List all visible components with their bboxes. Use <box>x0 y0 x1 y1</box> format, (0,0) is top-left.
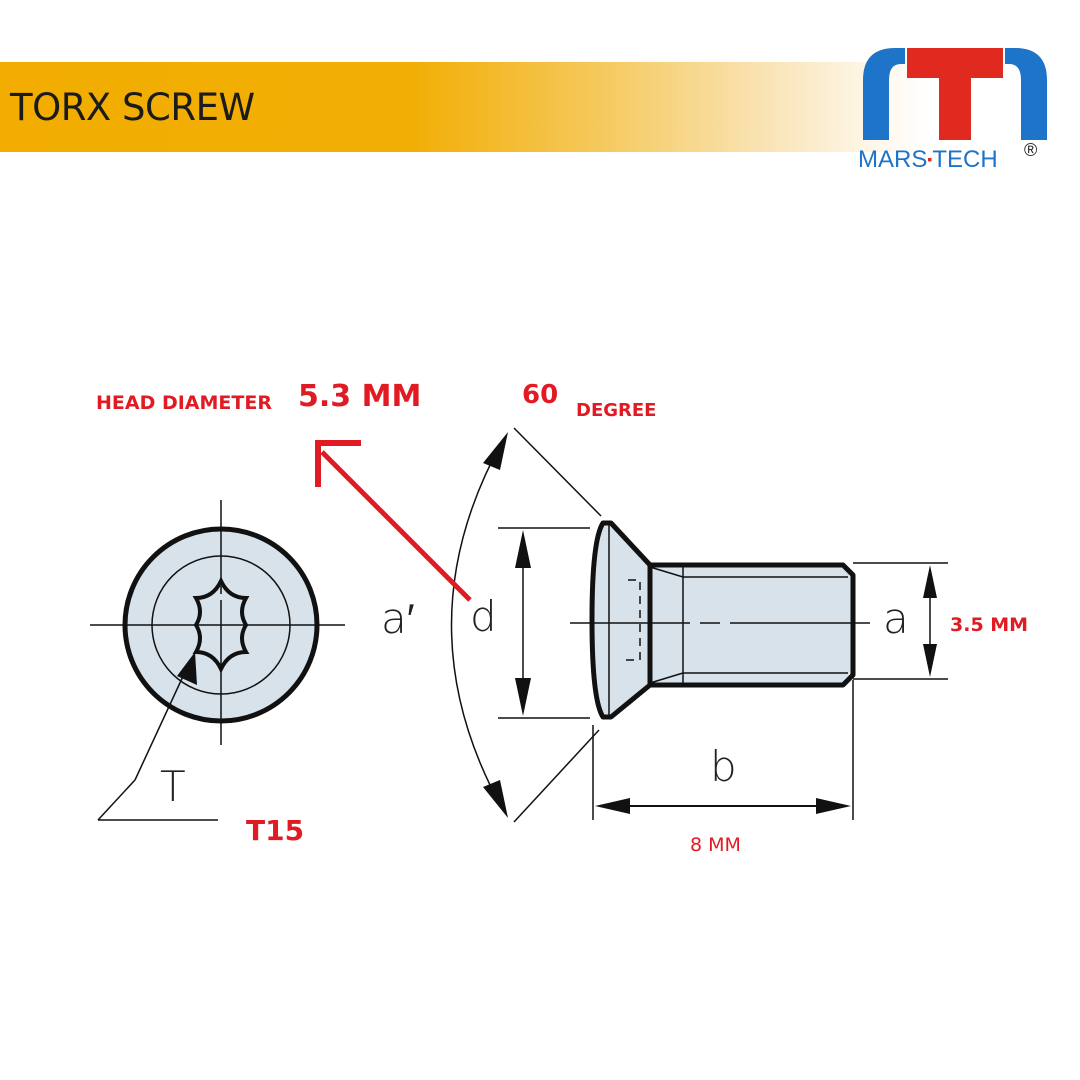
thread-diameter-dimension <box>853 562 948 680</box>
drive-label: T <box>160 762 186 811</box>
length-label: b <box>710 742 737 791</box>
title-banner <box>0 62 1080 152</box>
registered-mark: ® <box>1024 140 1038 160</box>
head-diameter-dimension <box>498 527 590 719</box>
thread-diameter-label: a <box>883 594 909 643</box>
angle-dimension <box>450 427 602 823</box>
logo-mark-icon <box>863 48 1047 140</box>
angle-unit: DEGREE <box>576 400 657 421</box>
length-dimension <box>592 680 854 820</box>
drive-size-value: T15 <box>246 814 305 847</box>
head-diameter-label: d <box>470 592 497 641</box>
head-diameter-prefix: HEAD DIAMETER <box>96 392 272 414</box>
angle-value: 60 <box>522 380 559 410</box>
angle-label: a′ <box>381 594 415 643</box>
head-diameter-arrow-icon <box>315 440 472 602</box>
thread-diameter-value: 3.5 MM <box>950 614 1029 636</box>
screw-side-view <box>570 520 870 720</box>
length-value: 8 MM <box>690 834 741 856</box>
page-title: TORX SCREW <box>10 86 255 129</box>
head-top-view <box>90 500 345 821</box>
logo-wordmark: MARS▪TECH <box>858 146 998 173</box>
head-diameter-value: 5.3 MM <box>298 379 422 414</box>
